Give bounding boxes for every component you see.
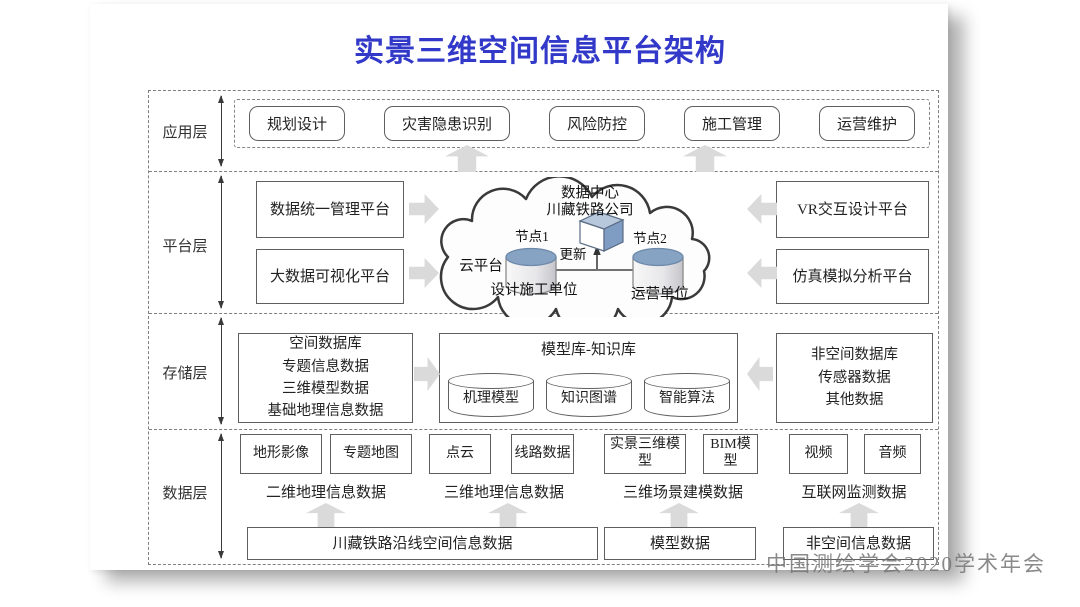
app-box-planning: 规划设计 (249, 106, 346, 141)
data-box-realscene-3d: 实景三维模型 (604, 434, 686, 474)
cylinder-lid (546, 373, 632, 389)
cylinder-smart-algorithm: 智能算法 (644, 373, 730, 417)
right-arrow-icon (414, 357, 440, 391)
up-arrow-icon (488, 503, 528, 527)
left-arrow-icon (747, 258, 777, 288)
cloud-datacenter-label: 数据中心 (561, 185, 619, 202)
cloud-company-label: 川藏铁路公司 (546, 202, 634, 219)
cloud-update-label: 更新 (559, 247, 587, 262)
node2-database-icon (632, 247, 684, 295)
data-group-label-3d-scene: 三维场景建模数据 (622, 485, 744, 501)
left-arrow-icon (747, 357, 773, 391)
app-box-risk: 风险防控 (548, 106, 645, 141)
storage-line: 其他数据 (825, 392, 884, 409)
cloud-unit2-label: 运营单位 (631, 286, 689, 303)
up-arrow-icon (445, 145, 489, 172)
cloud-node2-label: 节点2 (633, 231, 667, 246)
storage-line: 非空间数据库 (811, 347, 898, 364)
cylinder-label: 知识图谱 (561, 391, 617, 406)
platform-box-vr-design: VR交互设计平台 (776, 181, 929, 238)
storage-line: 专题信息数据 (282, 358, 369, 375)
data-box-terrain-imagery: 地形影像 (240, 434, 322, 474)
double-arrow-icon (217, 95, 224, 167)
layer-label-data: 数据层 (162, 486, 208, 502)
data-box-point-cloud: 点云 (429, 434, 491, 474)
storage-box-nonspatial-db: 非空间数据库 传感器数据 其他数据 (776, 333, 933, 423)
page-title: 实景三维空间信息平台架构 (354, 35, 726, 68)
cylinder-lid (448, 373, 534, 389)
source-box-model-data: 模型数据 (604, 527, 756, 560)
data-group-label-2d-gis: 二维地理信息数据 (265, 485, 387, 501)
application-group-box: 规划设计 灾害隐患识别 风险防控 施工管理 运营维护 (234, 99, 930, 148)
storage-line: 基础地理信息数据 (267, 403, 384, 420)
layer-divider (149, 171, 938, 172)
cylinder-label: 机理模型 (463, 391, 519, 406)
layer-label-platform: 平台层 (162, 239, 208, 255)
left-arrow-icon (747, 194, 777, 224)
server-slab-icon (578, 211, 625, 252)
up-arrow-icon (659, 503, 699, 527)
up-arrow-icon (306, 503, 346, 527)
storage-line: 空间数据库 (289, 336, 362, 353)
data-box-thematic-map: 专题地图 (330, 434, 412, 474)
cylinder-knowledge-graph: 知识图谱 (546, 373, 632, 417)
data-box-bim-model: BIM模型 (703, 434, 758, 474)
cloud-shape (439, 177, 711, 317)
layer-label-storage: 存储层 (162, 366, 208, 382)
platform-box-bigdata-visualization: 大数据可视化平台 (256, 249, 404, 304)
source-box-nonspatial-data: 非空间信息数据 (783, 527, 934, 560)
cylinder-label: 智能算法 (659, 391, 715, 406)
layer-divider (149, 429, 938, 430)
cylinder-lid (644, 373, 730, 389)
data-box-route-data: 线路数据 (511, 434, 574, 474)
double-arrow-icon (217, 175, 224, 309)
storage-line: 传感器数据 (818, 369, 891, 386)
cloud-node1-label: 节点1 (515, 229, 549, 244)
layer-label-application: 应用层 (162, 125, 208, 141)
source-box-railway-spatial-data: 川藏铁路沿线空间信息数据 (247, 527, 598, 560)
storage-box-model-knowledge: 模型库-知识库 机理模型 知识图谱 智能算法 (439, 333, 738, 423)
data-group-label-3d-gis: 三维地理信息数据 (443, 485, 565, 501)
node1-database-icon (505, 247, 557, 295)
platform-box-simulation: 仿真模拟分析平台 (776, 249, 929, 304)
data-group-label-internet: 互联网监测数据 (801, 485, 907, 501)
data-box-video: 视频 (789, 434, 848, 474)
conference-watermark: 中国测绘学会2020学术年会 (766, 552, 1046, 576)
data-box-audio: 音频 (864, 434, 921, 474)
cloud-platform: 数据中心 川藏铁路公司 节点1 节点2 更新 云平台 设计施工单位 运营单位 (434, 177, 744, 317)
storage-line: 三维模型数据 (282, 381, 369, 397)
cylinder-mechanism-model: 机理模型 (448, 373, 534, 417)
cloud-name-label: 云平台 (459, 258, 503, 275)
app-box-hazard: 灾害隐患识别 (383, 106, 510, 141)
cloud-unit1-label: 设计施工单位 (490, 282, 578, 299)
app-box-construction: 施工管理 (683, 106, 780, 141)
double-arrow-icon (217, 433, 224, 559)
app-box-operation: 运营维护 (818, 106, 915, 141)
architecture-diagram: 应用层 平台层 存储层 数据层 规划设计 灾害隐患识别 风险防控 施工管理 运营… (148, 90, 939, 565)
storage-box-spatial-db: 空间数据库 专题信息数据 三维模型数据 基础地理信息数据 (238, 333, 413, 423)
double-arrow-icon (217, 317, 224, 425)
up-arrow-icon (683, 145, 727, 172)
model-knowledge-title: 模型库-知识库 (541, 342, 636, 358)
platform-box-data-management: 数据统一管理平台 (256, 181, 404, 238)
update-arrow-head (593, 245, 601, 255)
up-arrow-icon (839, 503, 879, 527)
